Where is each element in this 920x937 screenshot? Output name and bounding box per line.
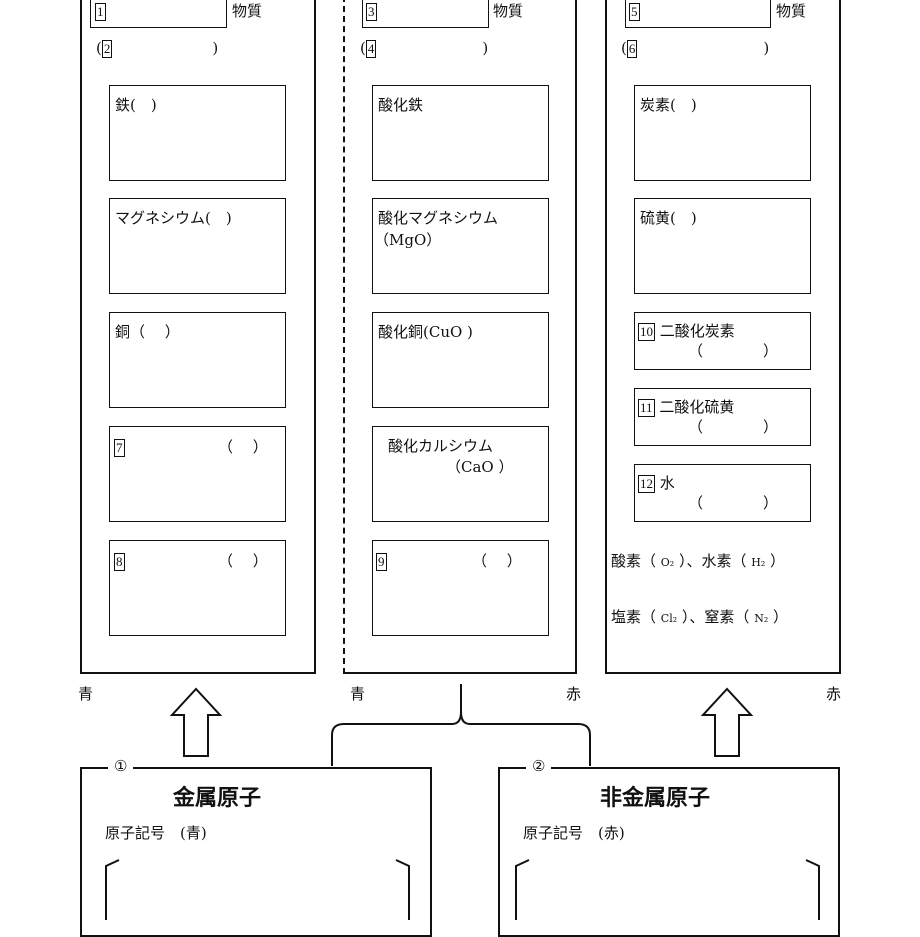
item-calcium-oxide-formula: （CaO ） — [446, 458, 514, 476]
column-3-subtitle: (6) — [621, 39, 770, 58]
column-2-header-suffix: 物質 — [493, 2, 524, 20]
gas-list-line-2: 塩素（ Cl₂ ）、窒素（ N₂ ） — [611, 608, 789, 626]
item-10-label: 10 二酸化炭素 — [638, 322, 735, 341]
blank-number-3: 3 — [366, 3, 377, 21]
blank-number-5: 5 — [629, 3, 640, 21]
group-2-number: ② — [526, 757, 552, 775]
up-arrow-left-icon — [169, 687, 223, 757]
item-11-paren: （ ） — [688, 418, 779, 436]
bracket-right-metal — [395, 859, 410, 920]
item-copper-label: 銅（ ） — [115, 323, 180, 341]
color-label-red-1: 赤 — [566, 685, 582, 703]
item-8-paren: （ ） — [218, 552, 268, 570]
blank-number-8: 8 — [114, 553, 125, 571]
nonmetal-atom-title: 非金属原子 — [600, 786, 711, 811]
oxide-column-dashed-left — [343, 0, 345, 674]
item-box-7 — [109, 426, 286, 522]
item-magnesium-label: マグネシウム( ) — [115, 209, 232, 227]
item-12-paren: （ ） — [688, 494, 779, 512]
item-copper-oxide-label: 酸化銅(CuO ) — [378, 323, 473, 341]
blank-answer-1 — [90, 0, 227, 28]
blank-answer-5 — [625, 0, 771, 28]
item-12-label: 12 水 — [638, 474, 675, 493]
item-iron-label: 鉄( ) — [115, 96, 157, 114]
item-box-iron — [109, 85, 286, 181]
bracket-left-metal — [105, 859, 120, 920]
column-2-subtitle: (4) — [360, 39, 489, 58]
item-10-paren: （ ） — [688, 342, 779, 360]
blank-number-9: 9 — [376, 553, 387, 571]
gas-list-line-1: 酸素（ O₂ ）、水素（ H₂ ） — [611, 552, 786, 570]
oxide-column-dashed-bottom — [343, 672, 461, 674]
item-box-sulfur — [634, 198, 811, 294]
item-box-8 — [109, 540, 286, 636]
item-box-9 — [372, 540, 549, 636]
blank-answer-3 — [362, 0, 489, 28]
item-sulfur-label: 硫黄( ) — [640, 209, 697, 227]
color-label-blue-2: 青 — [350, 685, 366, 703]
bracket-right-nonmetal — [805, 859, 820, 920]
column-3-header-suffix: 物質 — [776, 2, 807, 20]
item-magnesium-oxide-label: 酸化マグネシウム — [378, 209, 499, 227]
item-box-copper — [109, 312, 286, 408]
brace-connector — [331, 684, 591, 766]
blank-number-1: 1 — [95, 3, 106, 21]
item-iron-oxide-label: 酸化鉄 — [378, 96, 424, 114]
color-label-blue-1: 青 — [78, 685, 94, 703]
metal-atom-title: 金属原子 — [173, 786, 262, 811]
item-box-11 — [634, 388, 811, 446]
column-1-subtitle: (2) — [96, 39, 219, 58]
item-7-paren: （ ） — [218, 438, 268, 456]
metal-atom-symbol-label: 原子記号 (青) — [105, 824, 207, 842]
item-box-iron-oxide — [372, 85, 549, 181]
group-1-number: ① — [108, 757, 134, 775]
color-label-red-2: 赤 — [826, 685, 842, 703]
item-box-magnesium-oxide — [372, 198, 549, 294]
item-box-12 — [634, 464, 811, 522]
item-box-magnesium — [109, 198, 286, 294]
item-box-carbon — [634, 85, 811, 181]
item-box-copper-oxide — [372, 312, 549, 408]
column-1-header-suffix: 物質 — [232, 2, 263, 20]
item-9-paren: （ ） — [472, 552, 522, 570]
blank-number-7: 7 — [114, 439, 125, 457]
up-arrow-right-icon — [700, 687, 754, 757]
item-box-10 — [634, 312, 811, 370]
nonmetal-atom-symbol-label: 原子記号 (赤) — [523, 824, 625, 842]
item-calcium-oxide-label: 酸化カルシウム — [388, 437, 494, 455]
item-carbon-label: 炭素( ) — [640, 96, 697, 114]
item-11-label: 11 二酸化硫黄 — [638, 398, 735, 417]
item-magnesium-oxide-formula: （MgO） — [374, 231, 442, 249]
item-box-calcium-oxide — [372, 426, 549, 522]
bracket-left-nonmetal — [515, 859, 530, 920]
